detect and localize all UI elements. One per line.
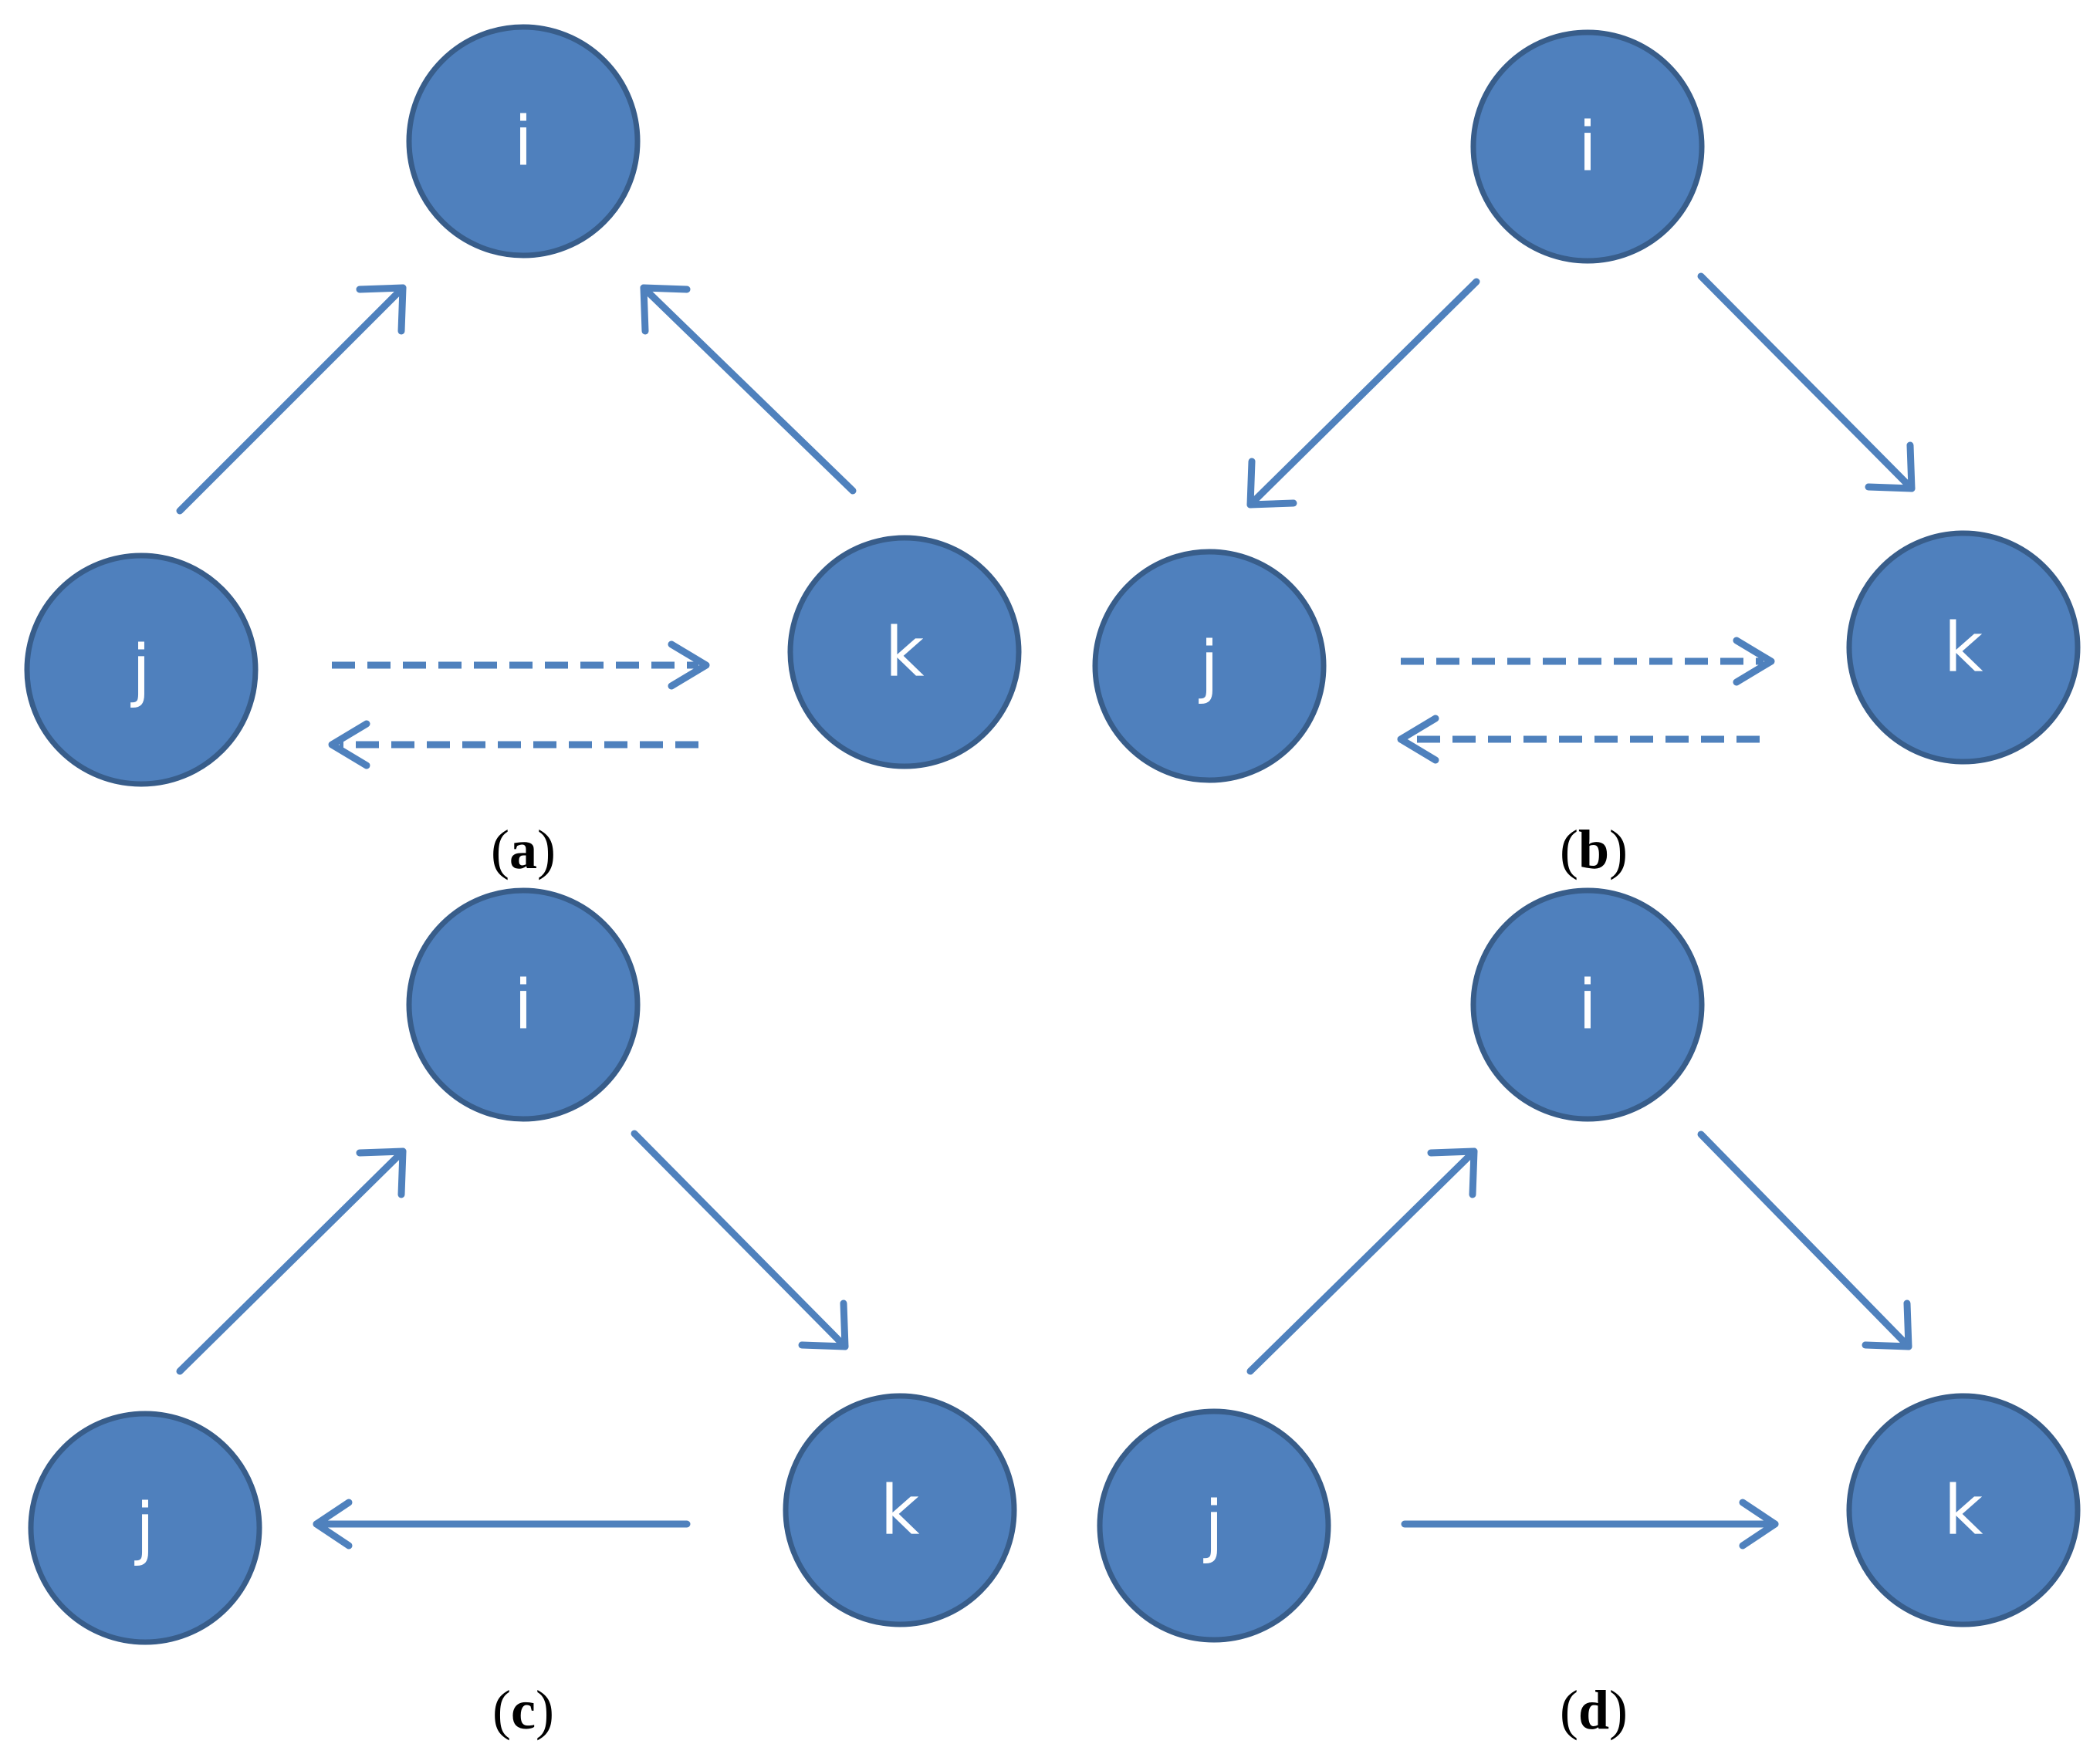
panel-caption-b: (b) [1560,819,1628,880]
edge-i-to-k [1697,272,1916,492]
node-label-j: j [130,630,150,710]
arrowhead-j-to-k [1739,1499,1779,1550]
arrowhead-k-to-j [313,1499,353,1550]
node-i: i [406,24,641,259]
node-label-k: k [885,613,925,692]
panel-a: i j k (a) [24,24,1022,880]
node-label-j: j [1203,1486,1223,1566]
arrowhead-j-to-i [1427,1147,1478,1198]
panel-b: i j k (b) [1092,29,2081,880]
node-k: k [787,535,1022,769]
arrowhead-dashed-k-to-j [328,720,370,769]
node-i: i [1470,29,1705,264]
node-j: j [24,553,259,787]
arrowhead-dashed-k-to-j [1397,715,1439,764]
arrowhead-dashed-j-to-k [1733,637,1775,686]
arrowhead-i-to-k [1862,1299,1912,1350]
panel-caption-a: (a) [491,819,556,880]
node-label-i: i [1578,965,1597,1045]
edge-i-to-k [1697,1130,1912,1350]
edge-i-to-j [1246,278,1480,509]
edge-j-to-i [176,1147,407,1375]
arrowhead-dashed-j-to-k [668,640,710,690]
edge-j-to-i [176,284,407,515]
panel-caption-c: (c) [492,1679,554,1741]
panel-d: i j k (d) [1097,887,2081,1741]
edge-i-to-k [631,1130,849,1350]
node-k: k [1846,1393,2081,1627]
node-label-k: k [1944,608,1983,688]
node-label-j: j [1199,627,1219,706]
arrowhead-i-to-k [1865,441,1916,492]
arrowhead-k-to-i [640,284,691,335]
node-k: k [1846,530,2081,765]
arrowhead-i-to-k [798,1299,849,1350]
node-label-i: i [514,102,533,181]
panel-c: i j k (c) [28,887,1017,1741]
node-j: j [1092,549,1327,783]
node-label-k: k [881,1471,920,1550]
node-i: i [406,887,641,1122]
node-j: j [1097,1408,1331,1643]
node-label-j: j [134,1489,154,1568]
node-j: j [28,1411,262,1645]
node-label-k: k [1944,1471,1983,1550]
node-i: i [1470,887,1705,1122]
arrowhead-j-to-i [356,284,407,335]
node-k: k [783,1393,1017,1627]
panel-caption-d: (d) [1560,1679,1628,1741]
arrowhead-j-to-i [356,1147,407,1198]
node-label-i: i [514,965,533,1045]
arrowhead-i-to-j [1246,458,1297,509]
edge-k-to-i [640,284,857,495]
edge-j-to-i [1246,1147,1478,1375]
node-label-i: i [1578,107,1597,187]
